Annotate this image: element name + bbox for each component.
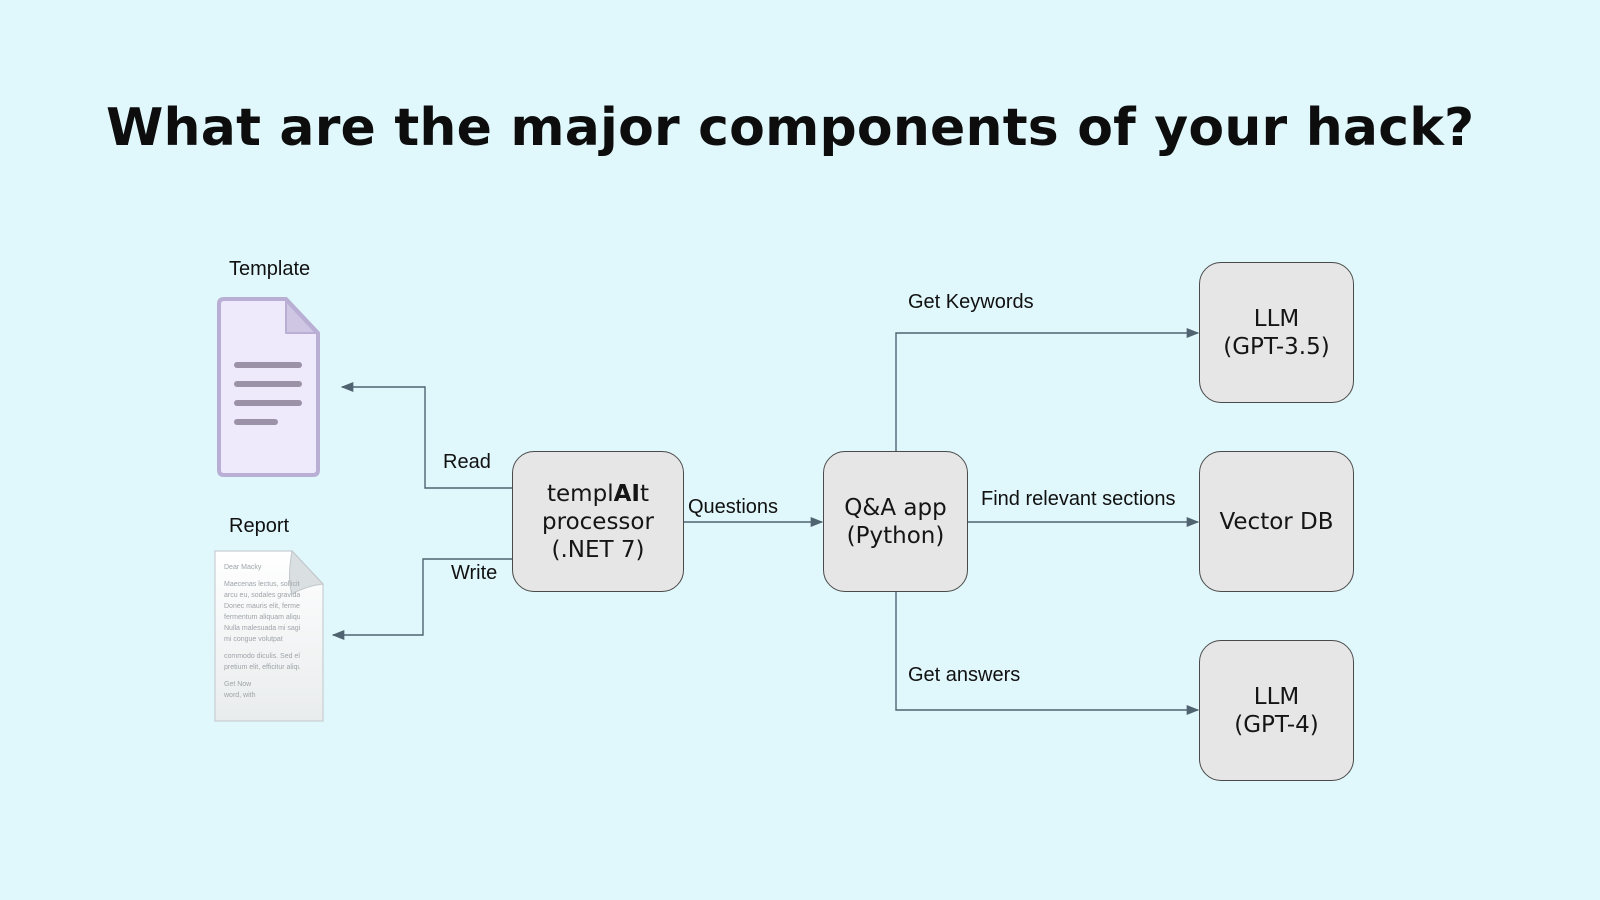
report-text-line: arcu eu, sodales gravida: [224, 592, 300, 599]
qa-app-node: Q&A app (Python): [823, 451, 968, 592]
report-text-line: word, with: [224, 692, 256, 699]
report-text-line: Maecenas lectus, sollicitudin: [224, 581, 300, 588]
vector-db-line1: Vector DB: [1219, 508, 1334, 535]
report-text-line: fermentum aliquam aliquet: [224, 614, 300, 621]
llm-gpt4-node: LLM (GPT-4): [1199, 640, 1354, 781]
edge-label-write: Write: [451, 562, 498, 584]
edge-label-questions: Questions: [688, 496, 779, 518]
report-text-line: commodo diculis. Sed eleifend: [224, 653, 300, 660]
report-document-text: Dear Macky Maecenas lectus, sollicitudin…: [224, 562, 300, 701]
edge-get-answers: [895, 592, 1200, 716]
edge-label-get-keywords: Get Keywords: [908, 291, 1034, 313]
llm-gpt4-line1: LLM: [1253, 683, 1300, 710]
edge-write: [331, 558, 512, 641]
report-document-icon: [214, 549, 325, 722]
processor-name: templAIt: [547, 480, 649, 508]
template-document-icon: [217, 297, 320, 477]
processor-name-pre: templ: [547, 480, 614, 507]
templait-processor-node: templAIt processor (.NET 7): [512, 451, 684, 592]
edge-label-get-answers: Get answers: [908, 664, 1021, 686]
report-text-line: Dear Macky: [224, 564, 262, 571]
llm-gpt35-line2: (GPT-3.5): [1223, 333, 1330, 360]
processor-name-bold: AI: [613, 480, 640, 507]
qa-app-line2: (Python): [846, 522, 945, 549]
report-text-line: Donec mauris elit, fermentum: [224, 603, 300, 610]
slide-title: What are the major components of your ha…: [106, 98, 1475, 158]
template-label: Template: [229, 258, 311, 280]
report-text-line: Get Now: [224, 681, 252, 688]
edge-label-read: Read: [443, 451, 491, 473]
report-text-line: mi congue volutpat: [224, 636, 283, 643]
processor-name-post: t: [639, 480, 649, 507]
edge-read: [340, 381, 512, 489]
llm-gpt4-line2: (GPT-4): [1234, 711, 1319, 738]
vector-db-node: Vector DB: [1199, 451, 1354, 592]
processor-line2: processor: [542, 508, 654, 535]
report-text-line: pretium elit, efficitur aliquam: [224, 664, 300, 671]
processor-line3: (.NET 7): [551, 536, 645, 563]
llm-gpt35-node: LLM (GPT-3.5): [1199, 262, 1354, 403]
llm-gpt35-line1: LLM: [1253, 305, 1300, 332]
edge-label-find-sections: Find relevant sections: [981, 488, 1176, 510]
report-text-line: Nulla malesuada mi sagittis: [224, 625, 300, 632]
edge-get-keywords: [895, 327, 1200, 451]
report-label: Report: [229, 515, 290, 537]
qa-app-line1: Q&A app: [844, 494, 947, 521]
